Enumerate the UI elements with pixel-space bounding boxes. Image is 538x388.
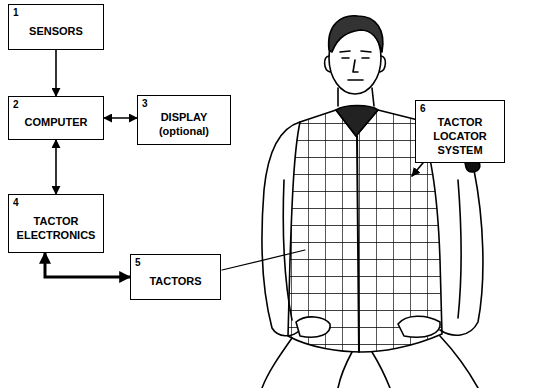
box-label: SENSORS bbox=[9, 18, 103, 49]
ear bbox=[325, 56, 330, 72]
process-box: 1SENSORS bbox=[8, 4, 104, 50]
connector-arrow bbox=[55, 50, 57, 96]
box-number: 6 bbox=[416, 101, 504, 114]
box-label: TACTORS bbox=[131, 268, 220, 299]
hand bbox=[296, 317, 330, 337]
box-label: COMPUTER bbox=[9, 110, 103, 139]
hair bbox=[329, 16, 383, 52]
leader-line bbox=[222, 250, 305, 270]
process-box: 5TACTORS bbox=[130, 254, 221, 300]
process-box: 3DISPLAY (optional) bbox=[137, 95, 231, 145]
sleeve-crease bbox=[458, 180, 461, 318]
connector-arrow bbox=[55, 140, 57, 194]
leg-outline bbox=[262, 338, 292, 388]
leg-outline bbox=[338, 352, 352, 388]
box-label: TACTOR ELECTRONICS bbox=[9, 208, 103, 252]
leg-outline bbox=[440, 336, 478, 388]
box-number: 2 bbox=[9, 97, 103, 110]
process-box: 2COMPUTER bbox=[8, 96, 104, 140]
box-number: 5 bbox=[131, 255, 220, 268]
box-label: DISPLAY (optional) bbox=[138, 109, 230, 144]
ear bbox=[380, 56, 385, 72]
eyes bbox=[342, 57, 369, 59]
connector-arrow bbox=[45, 253, 130, 277]
nose-mouth bbox=[348, 60, 363, 80]
process-box: 6TACTOR LOCATOR SYSTEM bbox=[415, 100, 505, 163]
eyebrows bbox=[340, 51, 371, 52]
collar bbox=[336, 106, 378, 137]
box-number: 1 bbox=[9, 5, 103, 18]
process-box: 4TACTOR ELECTRONICS bbox=[8, 194, 104, 253]
box-label: TACTOR LOCATOR SYSTEM bbox=[416, 114, 504, 162]
leg-outline bbox=[372, 352, 390, 388]
vest-zipper bbox=[357, 136, 359, 352]
box-number: 4 bbox=[9, 195, 103, 208]
box-number: 3 bbox=[138, 96, 230, 109]
hand bbox=[398, 316, 440, 337]
connector-arrow bbox=[104, 117, 137, 119]
